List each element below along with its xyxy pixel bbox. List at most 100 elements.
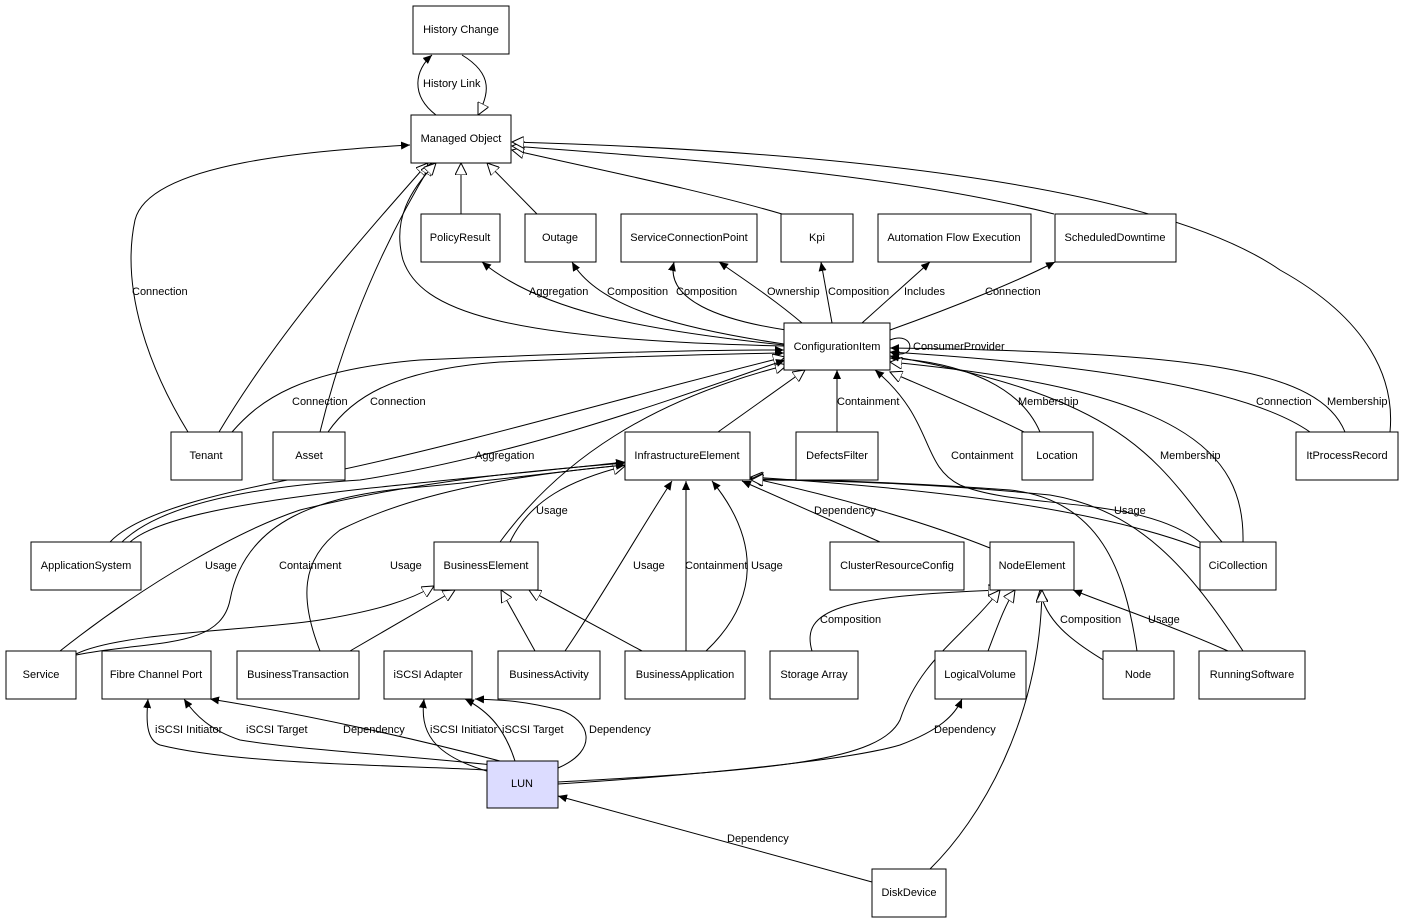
node-node[interactable]: Node — [1102, 650, 1175, 700]
node-disk-device[interactable]: DiskDevice — [871, 868, 947, 918]
edge-appsystem-inherits-ci — [109, 357, 785, 543]
node-label: Kpi — [809, 232, 825, 244]
label-mo-connection: Connection — [132, 286, 188, 298]
node-label: iSCSI Adapter — [393, 669, 462, 681]
label-connection-sched: Connection — [985, 286, 1041, 298]
node-managed-object[interactable]: Managed Object — [410, 114, 512, 164]
label-consumer-provider: ConsumerProvider — [913, 341, 1005, 353]
label-containment-cicollection: Containment — [951, 450, 1013, 462]
node-automation-flow-execution[interactable]: Automation Flow Execution — [877, 213, 1032, 263]
label-usage-rs: Usage — [1148, 614, 1180, 626]
node-label: Asset — [295, 450, 323, 462]
edge-infrastructure-inherits-ci — [717, 370, 805, 433]
edge-lun-dependency-adapter — [474, 695, 587, 769]
node-label: DiskDevice — [881, 887, 936, 899]
node-label: ScheduledDowntime — [1065, 232, 1166, 244]
node-label: InfrastructureElement — [634, 450, 739, 462]
edge-outage-inherits-managedobject — [487, 163, 538, 215]
label-composition-outage: Composition — [607, 286, 668, 298]
node-application-system[interactable]: ApplicationSystem — [30, 541, 142, 591]
node-infrastructure-element[interactable]: InfrastructureElement — [624, 431, 751, 481]
edge-service-usage-infra — [59, 459, 626, 652]
edge-lun-target-fcp — [183, 698, 493, 766]
node-scheduled-downtime[interactable]: ScheduledDowntime — [1054, 213, 1177, 263]
label-usage-bt: Usage — [390, 560, 422, 572]
node-fibre-channel-port[interactable]: Fibre Channel Port — [101, 650, 212, 700]
label-usage-ba: Usage — [633, 560, 665, 572]
node-history-change[interactable]: History Change — [412, 5, 510, 55]
label-ownership: Ownership — [767, 286, 820, 298]
edge-lun-initiator-fcp — [143, 698, 489, 771]
node-label: ClusterResourceConfig — [840, 560, 954, 572]
node-label: Fibre Channel Port — [110, 669, 202, 681]
edge-rs-usage-nodeelement — [1072, 589, 1229, 652]
edge-nodeelement-inherits-infra — [751, 478, 991, 549]
edge-appsystem-aggregation-ci — [121, 359, 786, 543]
edge-businesselement-inherits-ci — [499, 365, 787, 543]
edge-kpi-inherits-managedobject — [512, 150, 783, 215]
node-business-application[interactable]: BusinessApplication — [624, 650, 746, 700]
node-label: LUN — [511, 778, 533, 790]
label-connection-itpr: Connection — [1256, 396, 1312, 408]
edge-bapp-inherits-businesselement — [529, 590, 643, 652]
node-defects-filter[interactable]: DefectsFilter — [795, 431, 879, 481]
node-business-activity[interactable]: BusinessActivity — [497, 650, 601, 700]
node-tenant[interactable]: Tenant — [170, 431, 243, 481]
label-iscsi-target-adapter: iSCSI Target — [502, 724, 564, 736]
node-label: BusinessElement — [444, 560, 529, 572]
node-logical-volume[interactable]: LogicalVolume — [934, 650, 1027, 700]
edge-tenant-inherits-managedobject — [218, 163, 428, 433]
edge-lun-dependency-fcp — [209, 696, 501, 762]
node-business-element[interactable]: BusinessElement — [433, 541, 539, 591]
node-node-element[interactable]: NodeElement — [989, 541, 1075, 591]
label-dependency-lv: Dependency — [934, 724, 996, 736]
node-running-software[interactable]: RunningSoftware — [1198, 650, 1306, 700]
node-lun[interactable]: LUN — [486, 760, 559, 809]
edge-businesselement-usage-infra — [509, 466, 625, 543]
edge-diskdevice-dependency-lun — [557, 794, 873, 883]
edge-bt-inherits-businesselement — [349, 590, 455, 652]
edge-history-link — [417, 54, 486, 115]
label-membership-itpr: Membership — [1327, 396, 1388, 408]
node-iscsi-adapter[interactable]: iSCSI Adapter — [383, 650, 473, 700]
node-storage-array[interactable]: Storage Array — [769, 650, 859, 700]
node-asset[interactable]: Asset — [272, 431, 346, 481]
node-policy-result[interactable]: PolicyResult — [420, 213, 501, 263]
node-service-connection-point[interactable]: ServiceConnectionPoint — [620, 213, 758, 263]
node-kpi[interactable]: Kpi — [780, 213, 854, 263]
node-label: ServiceConnectionPoint — [630, 232, 747, 244]
edge-cicollection-membership-ci — [889, 353, 1223, 543]
node-label: Tenant — [189, 450, 222, 462]
node-label: CiCollection — [1209, 560, 1268, 572]
label-usage-cicollection: Usage — [1114, 505, 1146, 517]
edge-bt-usage-infra — [306, 461, 626, 652]
edge-configurationitem-inherits-managedobject — [399, 163, 785, 347]
node-business-transaction[interactable]: BusinessTransaction — [236, 650, 360, 700]
label-containment-service: Containment — [279, 560, 341, 572]
label-dependency-fcp: Dependency — [343, 724, 405, 736]
node-label: ItProcessRecord — [1306, 450, 1387, 462]
node-location[interactable]: Location — [1021, 431, 1094, 481]
edge-ci-composition-kpi — [818, 261, 833, 324]
edge-ci-consumerprovider-self — [889, 337, 911, 359]
edge-service-inherits-businesselement — [75, 586, 434, 655]
label-connection-asset: Connection — [370, 396, 426, 408]
node-service[interactable]: Service — [5, 650, 77, 700]
node-cluster-resource-config[interactable]: ClusterResourceConfig — [829, 541, 965, 591]
node-it-process-record[interactable]: ItProcessRecord — [1295, 431, 1399, 481]
edge-itpr-membership-ci — [889, 344, 1346, 433]
node-configuration-item[interactable]: ConfigurationItem — [783, 322, 891, 371]
node-label: Outage — [542, 232, 578, 244]
edge-ci-composition-scp — [668, 261, 787, 331]
label-membership-location: Membership — [1018, 396, 1079, 408]
edge-rs-usage-infra — [751, 480, 1244, 652]
edge-lun-dependency-logicalvolume — [557, 698, 963, 785]
node-label: Service — [23, 669, 60, 681]
node-label: ApplicationSystem — [41, 560, 132, 572]
node-ci-collection[interactable]: CiCollection — [1199, 541, 1277, 591]
label-dependency-disk: Dependency — [727, 833, 789, 845]
edge-lv-inherits-nodeelement — [987, 590, 1015, 652]
node-label: PolicyResult — [430, 232, 491, 244]
node-outage[interactable]: Outage — [524, 213, 597, 263]
